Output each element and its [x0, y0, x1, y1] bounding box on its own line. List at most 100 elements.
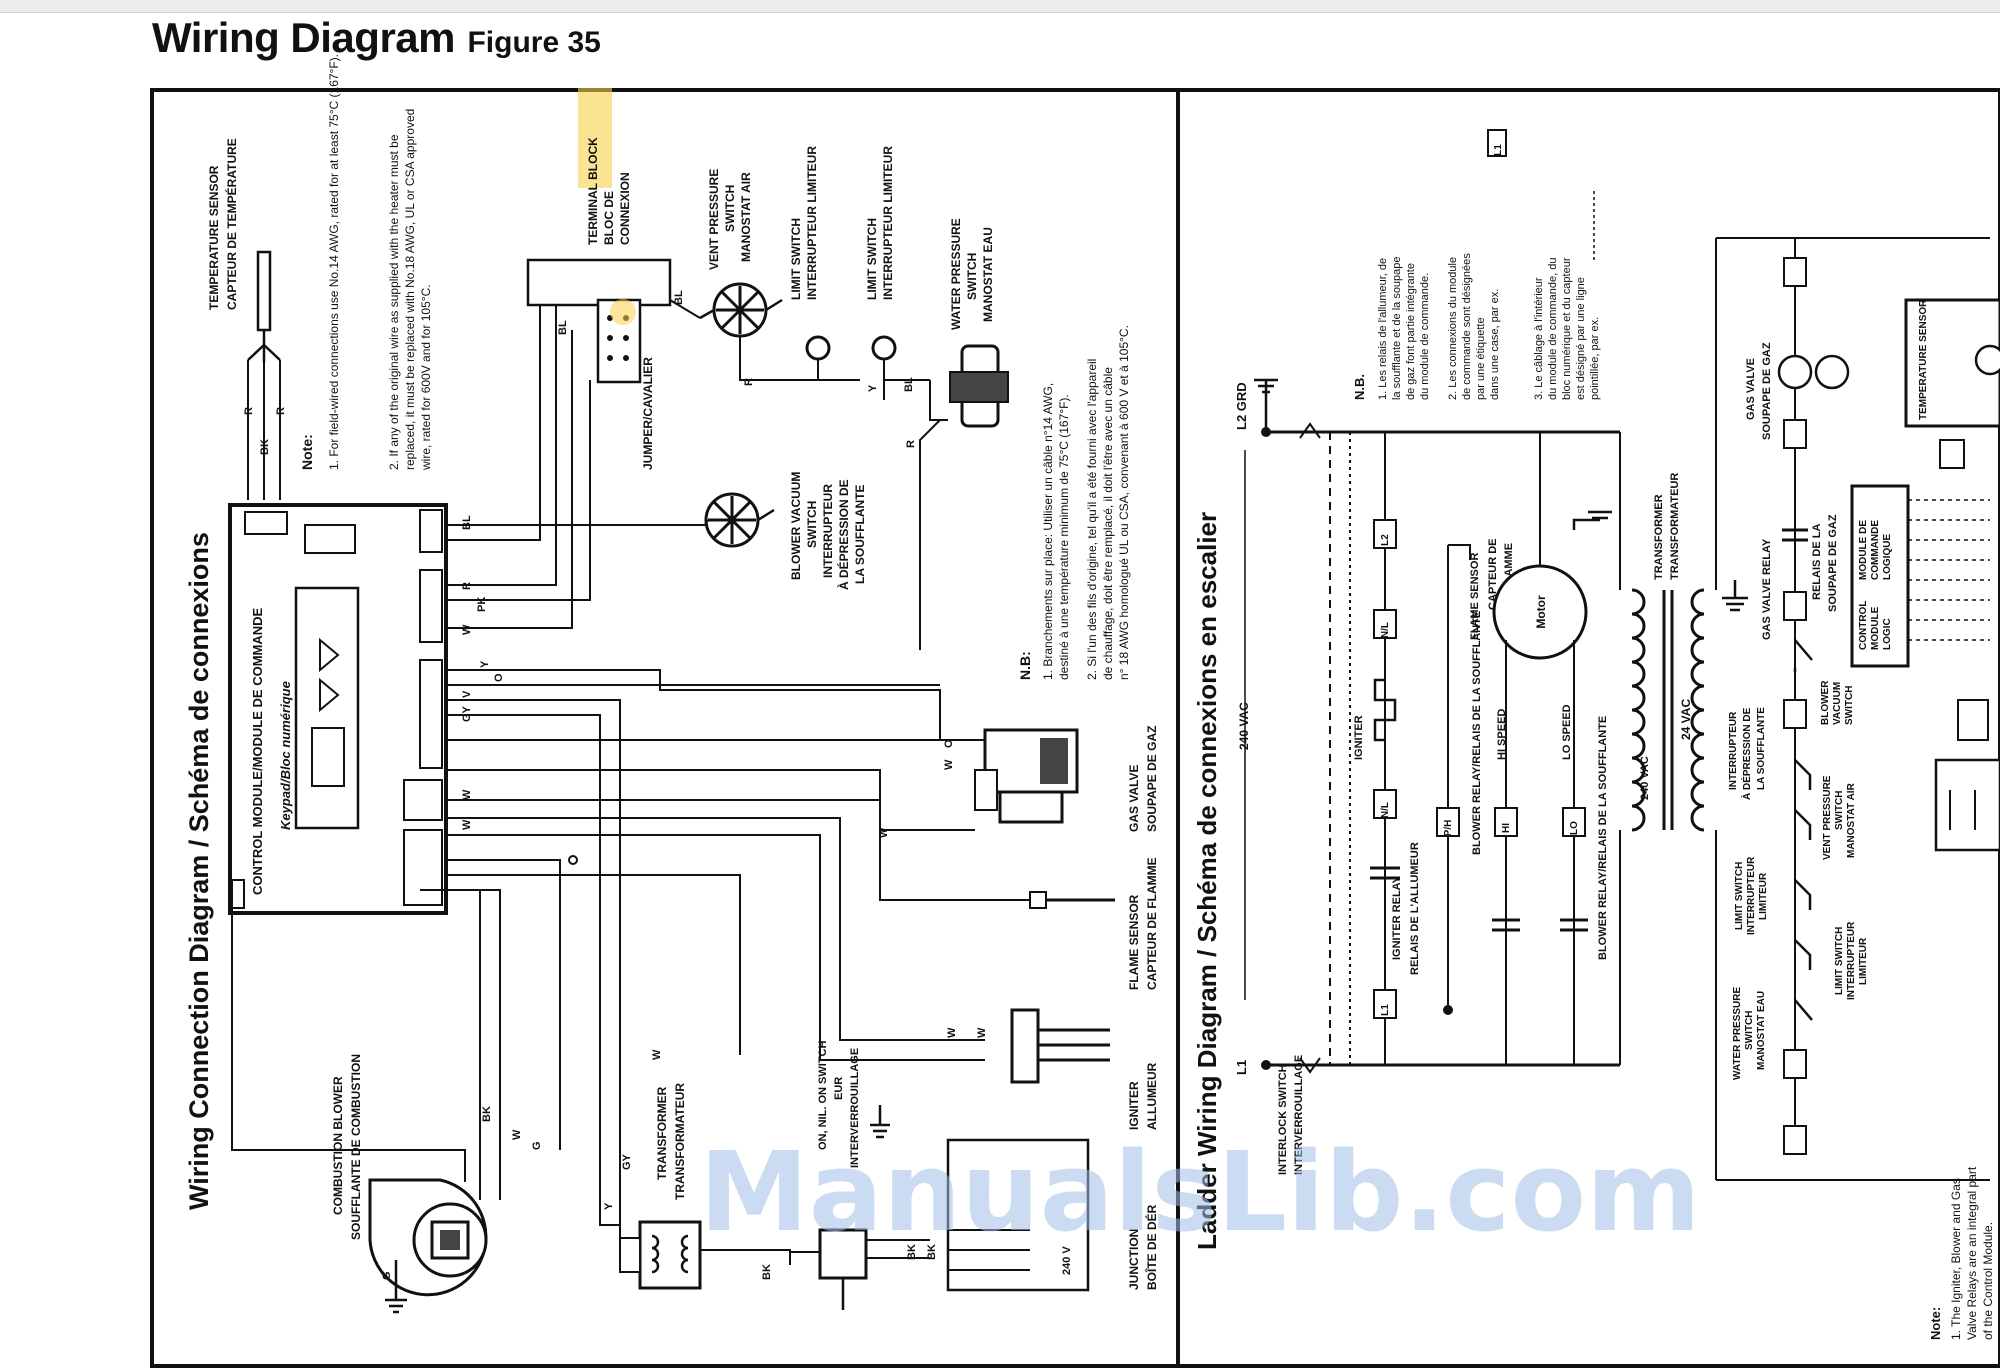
water-pressure-switch-symbol: [949, 344, 1009, 428]
terminal-strip: [419, 659, 443, 769]
keypad-display: [311, 727, 345, 787]
control-logic-label: LOGIQUE: [1882, 534, 1893, 580]
temp-sensor-label-en: TEMPERATURE SENSOR: [207, 165, 221, 310]
ladder-limit-1-label: INTERRUPTEUR: [1746, 856, 1757, 935]
terminal: [623, 355, 629, 361]
vent-switch-label: MANOSTAT AIR: [739, 172, 753, 262]
terminal-block-label-fr2: CONNEXION: [618, 172, 632, 245]
wire-label: W: [651, 1049, 663, 1060]
gas-relay-label-fr: RELAIS DE LA: [1811, 524, 1823, 600]
ladder-limit-2-label: INTERRUPTEUR: [1846, 921, 1857, 1000]
limit-switch-1: [805, 335, 831, 361]
wire-flame-sensor: [446, 799, 1030, 901]
ladder-limit-1-label: LIMITEUR: [1758, 872, 1769, 920]
wire-gas-valve: [446, 739, 985, 831]
wire-label: R: [905, 440, 917, 448]
note-2c: wire, rated for 600V and for 105°C.: [419, 284, 433, 471]
nb-heading: N.B:: [1017, 651, 1033, 680]
keypad-logic-box: [1934, 758, 2000, 852]
control-logic-label: CONTROL: [1858, 601, 1869, 650]
transformer-wires: [599, 1195, 791, 1265]
wire-label: W: [976, 1027, 988, 1038]
terminal-strip: [419, 569, 443, 643]
blower-vacuum-switch-contact: [1793, 639, 1813, 672]
control-logic-label: LOGIC: [1882, 618, 1893, 650]
wire-label: BK: [481, 1106, 493, 1122]
blower-wires: [464, 1125, 501, 1200]
ladder-nb-3a: 3. Le câblage à l'intérieur: [1533, 277, 1545, 400]
ladder-nb-2b: de commande sont désignées: [1461, 253, 1473, 400]
wire-label: Y: [479, 660, 491, 668]
limit-switch-1-label-fr: INTERRUPTEUR LIMITEUR: [805, 146, 819, 300]
wire-label: PK: [476, 597, 488, 612]
motor-label: Motor: [1534, 595, 1548, 629]
nb-1b: destiné à une température minimum de 75°…: [1057, 394, 1071, 680]
sensor-wires: [247, 360, 281, 500]
terminal-block-wires: [539, 305, 591, 540]
sensor-leads: [247, 330, 281, 362]
blower-interrupter-label: INTERRUPTEUR: [1728, 711, 1739, 790]
wire-label: R: [243, 407, 255, 415]
water-switch-label: MANOSTAT EAU: [981, 227, 995, 322]
wire-label: Y: [867, 384, 879, 392]
junction-label-fr: BOÎTE DE DÉR: [1144, 1204, 1159, 1290]
transformer-secondary-voltage: 24 VAC: [1679, 699, 1693, 740]
junction-voltage: 240 V: [1061, 1246, 1073, 1275]
blower-switch-label: LA SOUFFLANTE: [853, 484, 867, 584]
nb-1a: 1. Branchements sur place: Utiliser un c…: [1041, 383, 1055, 680]
blower-switch-label: INTERRUPTEUR: [821, 484, 835, 578]
note-heading: Note:: [299, 434, 315, 470]
gas-valve-coil-2: [1814, 354, 1850, 390]
wire-label: R: [275, 407, 287, 415]
ladder-nb-3b: du module de commande, du: [1547, 258, 1559, 400]
flame-sensor-label-fr: CAPTEUR DE FLAMME: [1145, 857, 1159, 990]
rung-box-label: L1: [1380, 1004, 1391, 1016]
wire-label: BK: [906, 1244, 918, 1260]
transformer-primary-coil: [1631, 588, 1646, 832]
water-switch-label: WATER PRESSURE: [949, 218, 963, 330]
wire-label: Y: [603, 1202, 615, 1210]
ladder-water-switch-label: WATER PRESSURE: [1732, 987, 1743, 1080]
blower-vacuum-switch-symbol: [704, 492, 775, 548]
terminal: [607, 355, 613, 361]
blower-switch-label: BLOWER VACUUM: [789, 472, 803, 580]
rung-box: [1436, 807, 1460, 837]
figure-border: [150, 88, 2000, 1368]
interlock-wires: [790, 1239, 930, 1259]
terminal-strip: [403, 779, 443, 821]
flame-sensor-lead: [1448, 544, 1471, 560]
splice: [568, 855, 578, 865]
blower-switch-label: SWITCH: [805, 501, 819, 548]
flame-sensor-label-en: FLAME SENSOR: [1127, 894, 1141, 990]
ground-icon: [870, 1105, 890, 1139]
wire-label: W: [878, 827, 890, 838]
gas-valve-label-fr: SOUPAPE DE GAZ: [1145, 726, 1159, 832]
ladder-note-1c: of the Control Module.: [1981, 1222, 1995, 1340]
example-box-label: L1: [1493, 144, 1504, 156]
safety-switch-contacts: [1794, 759, 1813, 1021]
ladder-vent-switch-label: MANOSTAT AIR: [1846, 782, 1857, 858]
limit-switch-2-label-fr: INTERRUPTEUR LIMITEUR: [881, 146, 895, 300]
wire-r: [446, 440, 557, 586]
wire-label: O: [493, 673, 505, 682]
terminal: [623, 335, 629, 341]
wire-label: G: [381, 1271, 393, 1280]
rung-box: [1373, 989, 1397, 1019]
junction-label-en: JUNCTION: [1127, 1229, 1141, 1290]
ladder-nb-3e: pointillée, par ex.: [1589, 317, 1601, 400]
ladder-gas-valve-label: GAS VALVE: [1745, 358, 1757, 420]
terminal-block-highlight: [578, 88, 612, 188]
ladder-nb-2d: dans une case, par ex.: [1489, 289, 1501, 400]
ladder-transformer-label: TRANSFORMER: [1653, 494, 1665, 580]
l1-label: L1: [1234, 1060, 1249, 1075]
terminal-block-label-en: TERMINAL BLOCK: [586, 137, 600, 245]
wire-label: R: [743, 378, 755, 386]
wire-label: R: [461, 582, 473, 590]
nb-2b: de chauffage, doit être remplacé, il doi…: [1101, 367, 1115, 680]
wire-label: W: [943, 759, 955, 770]
ground-icon: [1572, 510, 1612, 530]
jumper-label: JUMPER/CAVALIER: [641, 357, 655, 470]
wire-label: W: [511, 1129, 523, 1140]
transformer-core: [1662, 590, 1674, 830]
gas-relay-label: GAS VALVE RELAY: [1761, 538, 1773, 640]
